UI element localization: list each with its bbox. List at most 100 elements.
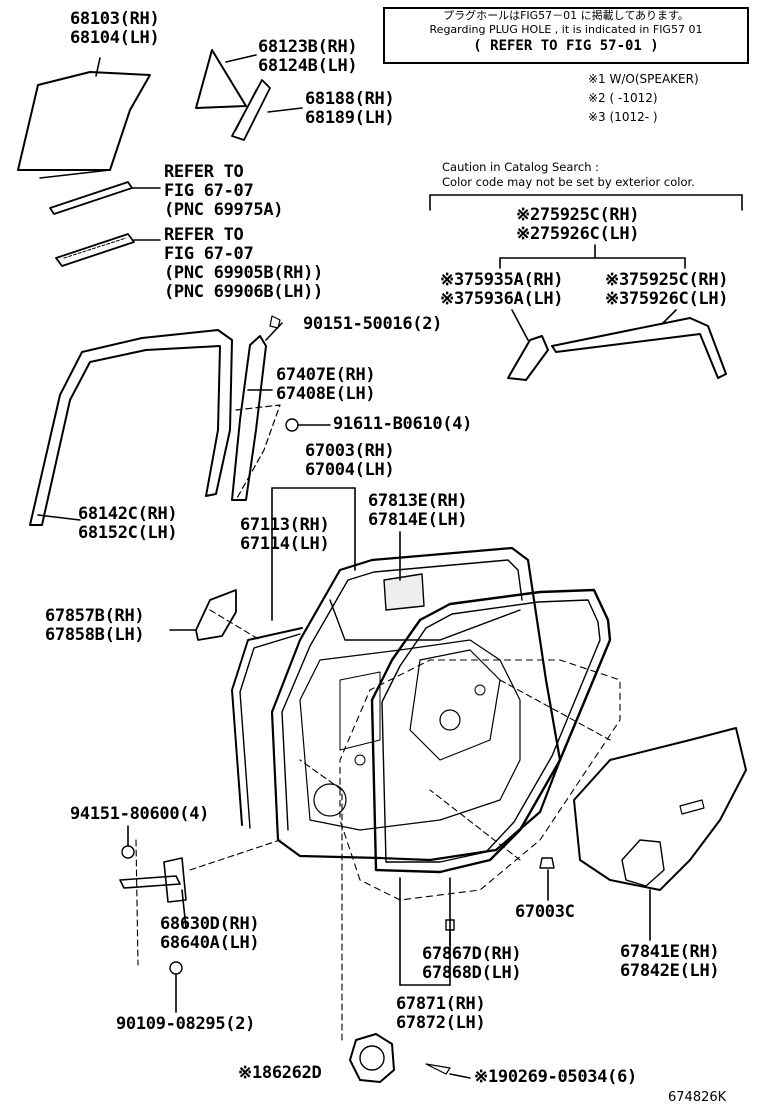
part-label-67841e: 67841E(RH) 67842E(LH) <box>620 942 720 981</box>
part-label-67003: 67003(RH) 67004(LH) <box>305 441 395 480</box>
leader-line <box>299 759 343 1041</box>
part-number: 67114(LH) <box>240 534 330 554</box>
leader-line <box>511 309 529 341</box>
door-panel-shape <box>231 627 303 826</box>
door-inner-shape <box>299 639 521 831</box>
part-number: 67841E(RH) <box>620 942 720 962</box>
part-number: 67003C <box>515 902 575 922</box>
door-glass-shape <box>39 169 111 179</box>
screw-shape <box>425 1063 451 1075</box>
leader-line <box>135 839 139 966</box>
division-bar-shape <box>231 335 267 501</box>
weatherstrip-shape <box>370 588 612 874</box>
reference-label-2: REFER TO FIG 67-07 (PNC 69905B(RH)) (PNC… <box>164 226 323 302</box>
service-cover-shape <box>679 799 705 815</box>
part-number: 67113(RH) <box>240 515 330 535</box>
part-label-86262d: ※186262D <box>238 1064 322 1083</box>
leader-line <box>95 57 101 77</box>
small-glass-shape <box>195 589 237 641</box>
bolt-shape <box>121 845 135 859</box>
part-label-90151: 90151-50016(2) <box>303 315 442 334</box>
pillar-garnish-shape <box>507 335 549 381</box>
footnote: ※1 W/O(SPEAKER) <box>588 72 699 86</box>
part-number: 68103(RH) <box>70 9 160 29</box>
leader-line <box>499 679 611 741</box>
part-number: ※375936A(LH) <box>440 289 564 309</box>
footnote: ※3 (1012- ) <box>588 110 658 124</box>
door-inner-shape <box>409 649 501 761</box>
door-hole-shape <box>474 684 486 696</box>
part-number: 67842E(LH) <box>620 961 720 981</box>
protector-shape <box>383 573 425 611</box>
part-label-90269: ※190269-05034(6) <box>474 1068 637 1087</box>
quarter-weatherstrip-shape <box>235 89 257 131</box>
part-number: 68124B(LH) <box>258 56 358 76</box>
part-number: ※275925C(RH) <box>516 205 640 225</box>
note-box: プラグホールはFIG57－01 に掲載してあります。 Regarding PLU… <box>383 7 749 64</box>
belt-moulding-shape <box>63 237 127 259</box>
note-line-2: Regarding PLUG HOLE , it is indicated in… <box>429 23 703 36</box>
door-glass-shape <box>17 71 151 171</box>
part-label-68123b: 68123B(RH) 68124B(LH) <box>258 38 358 76</box>
service-cover-shape <box>573 727 747 891</box>
part-number: 67814E(LH) <box>368 510 468 530</box>
reference-line: FIG 67-07 <box>164 181 254 201</box>
part-label-75925c-lower: ※375925C(RH) ※375926C(LH) <box>605 270 729 309</box>
clip-shape <box>539 857 555 869</box>
nut-shape <box>285 418 299 432</box>
leader-line <box>209 609 261 641</box>
reference-label-1: REFER TO FIG 67-07 (PNC 69975A) <box>164 162 284 220</box>
check-link-shape <box>163 857 187 903</box>
part-number: 68152C(LH) <box>78 523 178 543</box>
part-number: 90109-08295(2) <box>116 1014 256 1034</box>
part-number: 67857B(RH) <box>45 606 145 626</box>
leader-line <box>339 659 621 901</box>
part-label-75925c-upper: ※275925C(RH) ※275926C(LH) <box>516 205 640 244</box>
speaker-shape <box>349 1033 395 1083</box>
quarter-weatherstrip-shape <box>231 79 271 141</box>
part-number: 68640A(LH) <box>160 933 260 953</box>
door-panel-shape <box>239 633 301 829</box>
door-frame-shape <box>329 599 521 641</box>
part-label-67407e: 67407E(RH) 67408E(LH) <box>276 366 376 404</box>
part-label-67113: 67113(RH) 67114(LH) <box>240 515 330 554</box>
check-link-shape <box>119 875 181 889</box>
reference-line: REFER TO <box>164 162 244 182</box>
door-hole-shape <box>313 783 347 817</box>
service-cover-shape <box>621 839 665 887</box>
part-number: 68188(RH) <box>305 89 395 109</box>
part-number: 68630D(RH) <box>160 914 260 934</box>
part-number: 67004(LH) <box>305 460 395 480</box>
part-number: ※190269-05034(6) <box>474 1067 637 1087</box>
weatherstrip-shape <box>381 599 601 863</box>
figure-id: 674826K <box>668 1090 727 1105</box>
clip-shape <box>445 919 455 931</box>
part-number: 67003(RH) <box>305 441 395 461</box>
leader-line <box>181 889 187 929</box>
caution-line-2: Color code may not be set by exterior co… <box>442 175 695 189</box>
bolt-shape <box>169 961 183 975</box>
speaker-shape <box>359 1045 385 1071</box>
quarter-glass-shape <box>195 49 247 109</box>
part-number: 68104(LH) <box>70 28 160 48</box>
caution-line-1: Caution in Catalog Search : <box>442 160 600 174</box>
reference-line: (PNC 69906B(LH)) <box>164 282 323 302</box>
part-number: 94151-80600(4) <box>70 804 210 824</box>
part-label-67867d: 67867D(RH) 67868D(LH) <box>422 945 522 983</box>
note-line-3: ( REFER TO FIG 57-01 ) <box>473 38 659 54</box>
part-label-67871: 67871(RH) 67872(LH) <box>396 995 486 1033</box>
belt-moulding-shape <box>49 181 133 215</box>
part-number: ※275926C(LH) <box>516 224 640 244</box>
part-number: 67408E(LH) <box>276 384 376 404</box>
part-number: 68189(LH) <box>305 108 395 128</box>
door-inner-shape <box>339 671 381 751</box>
part-number: 67813E(RH) <box>368 491 468 511</box>
door-hole-shape <box>354 754 366 766</box>
note-line-1: プラグホールはFIG57－01 に掲載してあります。 <box>443 9 689 22</box>
reference-line: (PNC 69905B(RH)) <box>164 263 323 283</box>
part-number: ※375925C(RH) <box>605 270 729 290</box>
part-number: 67868D(LH) <box>422 963 522 983</box>
part-number: ※375935A(RH) <box>440 270 564 290</box>
part-number: 67858B(LH) <box>45 625 145 645</box>
